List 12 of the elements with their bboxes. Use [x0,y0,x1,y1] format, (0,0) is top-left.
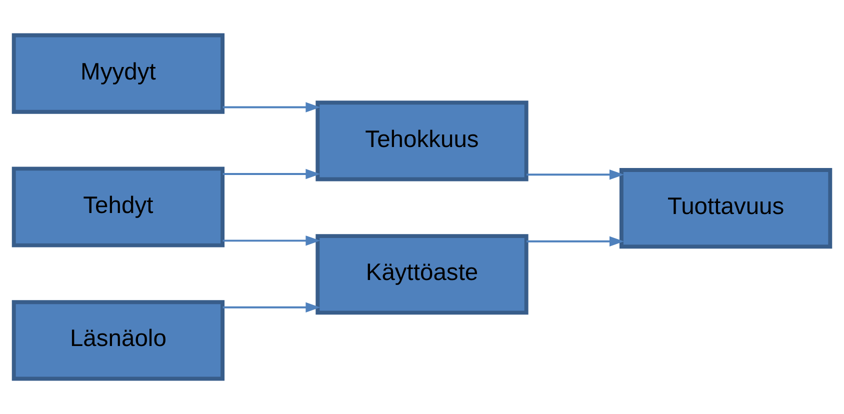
node-box: Tuottavuus [619,168,832,249]
node-box: Käyttöaste [316,234,528,315]
node-box: Läsnäolo [12,300,225,381]
arrow [222,236,320,246]
node-box: Tehdyt [12,166,225,248]
node-box: Tehokkuus [316,100,528,182]
arrow [222,168,320,180]
arrow [526,170,624,180]
arrow [526,236,624,246]
node-box: Myydyt [12,33,225,114]
arrow [222,102,320,112]
arrow [222,302,320,312]
